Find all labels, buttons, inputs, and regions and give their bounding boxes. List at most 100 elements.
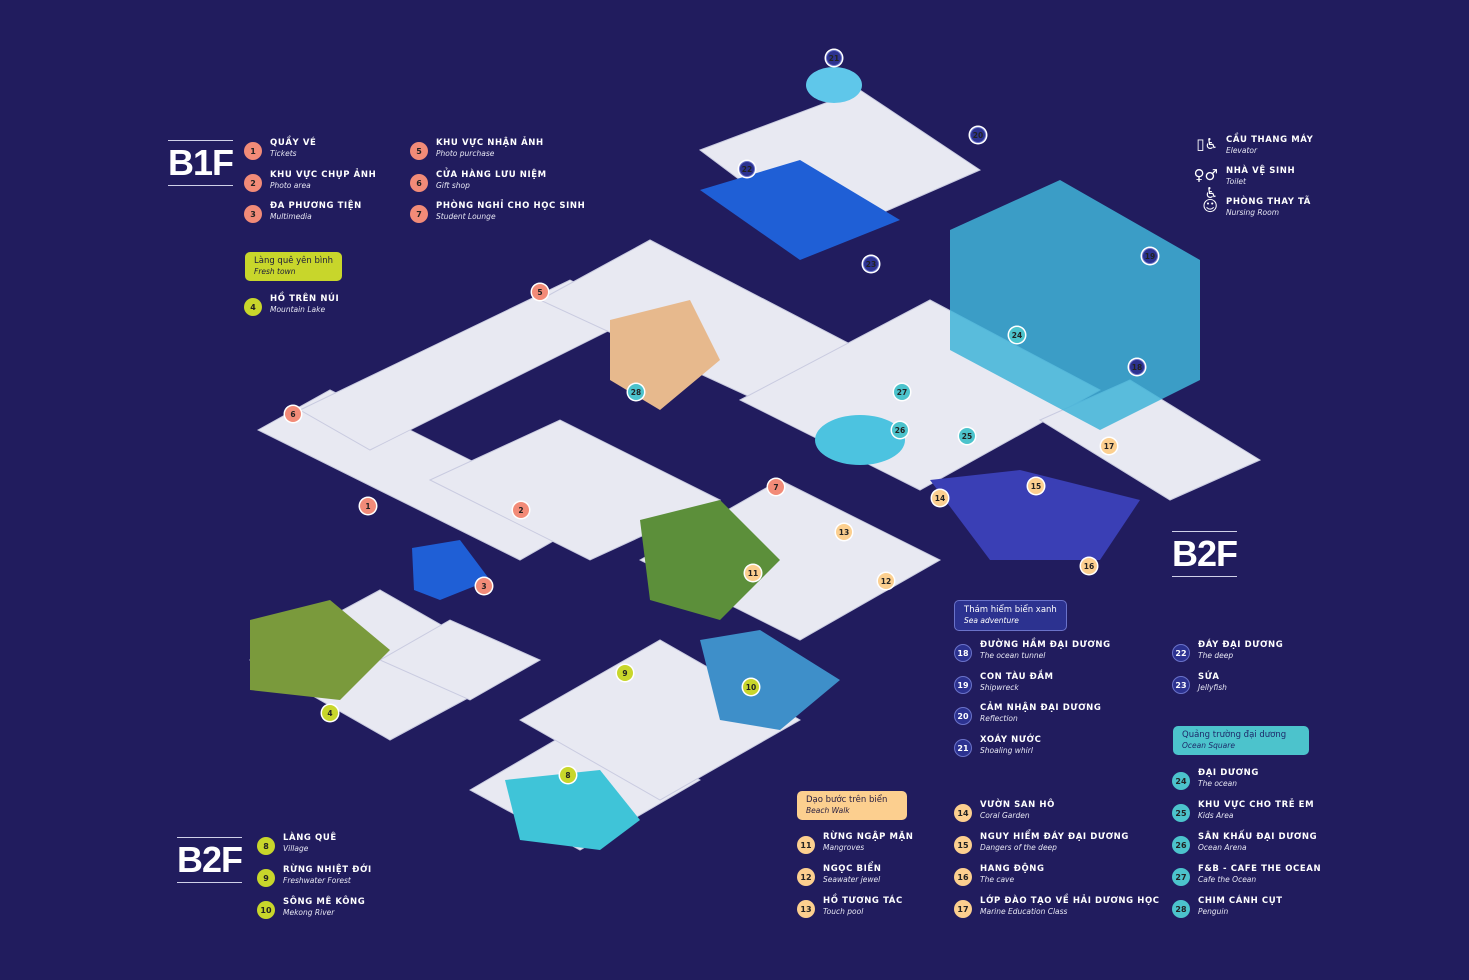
legend-subtitle: Ocean Arena — [1198, 843, 1247, 852]
legend-subtitle: Touch pool — [823, 907, 864, 916]
legend-number: 22 — [1172, 644, 1190, 662]
legend-number: 9 — [257, 869, 275, 887]
legend-title: HỒ TRÊN NÚI — [270, 294, 340, 304]
map-marker-5[interactable]: 5 — [532, 284, 548, 300]
legend-subtitle: Shoaling whirl — [980, 746, 1033, 755]
zone-subtitle: Sea adventure — [964, 616, 1019, 625]
legend-number: 17 — [954, 900, 972, 918]
facility-title: NHÀ VỆ SINH — [1226, 166, 1296, 176]
legend-subtitle: The ocean — [1198, 779, 1238, 788]
map-marker-16[interactable]: 16 — [1081, 558, 1097, 574]
legend-subtitle: Gift shop — [436, 181, 470, 190]
legend-number: 18 — [954, 644, 972, 662]
map-marker-19[interactable]: 19 — [1142, 248, 1158, 264]
legend-subtitle: The ocean tunnel — [980, 651, 1046, 660]
map-marker-27[interactable]: 27 — [894, 384, 910, 400]
legend-number: 12 — [797, 868, 815, 886]
legend-title: CẢM NHẬN ĐẠI DƯƠNG — [980, 703, 1102, 713]
legend-title: ĐÁY ĐẠI DƯƠNG — [1198, 640, 1284, 650]
legend-subtitle: Shipwreck — [980, 683, 1019, 692]
map-marker-9[interactable]: 9 — [617, 665, 633, 681]
nursing-room-icon: ☺ — [1202, 197, 1218, 215]
map-marker-14[interactable]: 14 — [932, 490, 948, 506]
zone-title: Làng quê yên bình — [254, 256, 334, 266]
legend-subtitle: Penguin — [1198, 907, 1229, 916]
map-marker-28[interactable]: 28 — [628, 384, 644, 400]
map-marker-8[interactable]: 8 — [560, 767, 576, 783]
legend-number: 25 — [1172, 804, 1190, 822]
legend-number: 27 — [1172, 868, 1190, 886]
zone-title: Thám hiểm biển xanh — [964, 605, 1057, 615]
legend-number: 1 — [244, 142, 262, 160]
facility-subtitle: Nursing Room — [1226, 208, 1280, 217]
legend-subtitle: Multimedia — [270, 212, 312, 221]
legend-subtitle: Reflection — [980, 714, 1018, 723]
map-marker-26[interactable]: 26 — [892, 422, 908, 438]
map-marker-2[interactable]: 2 — [513, 502, 529, 518]
map-marker-21[interactable]: 21 — [826, 50, 842, 66]
zone-subtitle: Beach Walk — [806, 806, 850, 815]
map-marker-24[interactable]: 24 — [1009, 327, 1025, 343]
legend-subtitle: The cave — [980, 875, 1015, 884]
legend-subtitle: Student Lounge — [436, 212, 496, 221]
zone-beach-walk: Dạo bước trên biển Beach Walk — [797, 791, 907, 820]
map-marker-7[interactable]: 7 — [768, 479, 784, 495]
map-marker-11[interactable]: 11 — [745, 565, 761, 581]
map-marker-6[interactable]: 6 — [285, 406, 301, 422]
toilet-icon: ♀♂♿ — [1193, 166, 1218, 202]
legend-number: 24 — [1172, 772, 1190, 790]
legend-subtitle: Freshwater Forest — [283, 876, 351, 885]
legend-number: 11 — [797, 836, 815, 854]
map-marker-3[interactable]: 3 — [476, 578, 492, 594]
legend-number: 23 — [1172, 676, 1190, 694]
legend-title: NGỌC BIỂN — [823, 864, 882, 874]
facility-title: PHÒNG THAY TÃ — [1226, 197, 1311, 207]
map-marker-22[interactable]: 22 — [739, 161, 755, 177]
map-marker-10[interactable]: 10 — [743, 679, 759, 695]
map-marker-18[interactable]: 18 — [1129, 359, 1145, 375]
legend-title: XOÁY NƯỚC — [980, 735, 1042, 745]
legend-subtitle: Seawater jewel — [823, 875, 881, 884]
legend-number: 6 — [410, 174, 428, 192]
legend-title: PHÒNG NGHỈ CHO HỌC SINH — [436, 201, 586, 211]
legend-number: 14 — [954, 804, 972, 822]
map-marker-20[interactable]: 20 — [970, 127, 986, 143]
zone-sea-adventure: Thám hiểm biển xanh Sea adventure — [954, 600, 1067, 631]
map-marker-15[interactable]: 15 — [1028, 478, 1044, 494]
legend-subtitle: The deep — [1198, 651, 1234, 660]
legend-title: ĐƯỜNG HẦM ĐẠI DƯƠNG — [980, 640, 1111, 650]
map-marker-25[interactable]: 25 — [959, 428, 975, 444]
legend-number: 5 — [410, 142, 428, 160]
map-marker-4[interactable]: 4 — [322, 705, 338, 721]
legend-number: 19 — [954, 676, 972, 694]
map-marker-1[interactable]: 1 — [360, 498, 376, 514]
legend-title: CON TÀU ĐẮM — [980, 672, 1054, 682]
map-marker-12[interactable]: 12 — [878, 573, 894, 589]
map-marker-23[interactable]: 23 — [863, 256, 879, 272]
legend-number: 21 — [954, 739, 972, 757]
legend-number: 20 — [954, 707, 972, 725]
legend-subtitle: Jellyfish — [1198, 683, 1227, 692]
zone-subtitle: Ocean Square — [1182, 741, 1235, 750]
legend-title: HANG ĐỘNG — [980, 864, 1045, 874]
legend-title: SÔNG MÊ KÔNG — [283, 897, 366, 907]
legend-subtitle: Mekong River — [283, 908, 335, 917]
map-marker-13[interactable]: 13 — [836, 524, 852, 540]
map-marker-17[interactable]: 17 — [1101, 438, 1117, 454]
